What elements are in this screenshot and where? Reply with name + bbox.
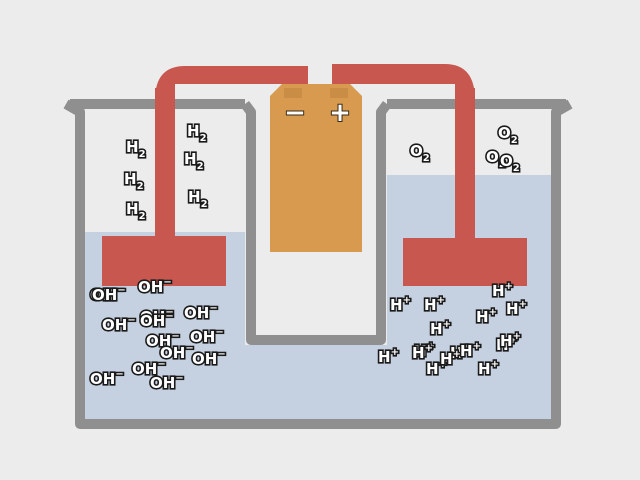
hydrogen-ion-label: H+ (506, 299, 527, 318)
h2-molecule-label: H2 (124, 170, 144, 192)
hydrogen-ion-label: H+ (478, 359, 499, 378)
battery-negative-terminal: − (284, 98, 306, 128)
hydrogen-ion-label: H+ (378, 347, 399, 366)
o2-molecule-label: O2 (410, 142, 430, 164)
hydroxide-ion-label: OH− (150, 373, 184, 392)
o2-molecule-label: O2 (498, 124, 518, 146)
hydrogen-ion-label: H+ (426, 359, 447, 378)
hydroxide-ion-label: OH− (192, 349, 226, 368)
battery-positive-terminal: + (329, 98, 351, 128)
hydroxide-ion-label: OH− (140, 307, 174, 326)
hydroxide-ion-label: OH− (138, 277, 172, 296)
hydrogen-ion-label: H+ (450, 343, 471, 362)
hydroxide-ion-label: OH− (146, 331, 180, 350)
hydrogen-ion-label: H+ (500, 331, 521, 350)
molecule-labels: H2H2H2H2H2H2O2O2O2O2OH−OH−OH−OH−OH−OH−OH… (88, 120, 528, 393)
hydrogen-ion-label: H+ (496, 335, 517, 354)
hydrogen-ion-label: H+ (460, 341, 481, 360)
hydroxide-ion-label: OH− (140, 311, 174, 330)
hydrogen-ion-label: H+ (430, 319, 451, 338)
hydrogen-ion-label: H+ (390, 295, 411, 314)
hydrogen-ion-label: H+ (412, 343, 433, 362)
hydroxide-ion-label: OH− (132, 359, 166, 378)
hydroxide-ion-label: OH− (90, 285, 124, 304)
hydroxide-ion-label: OH− (92, 285, 126, 304)
hydroxide-ion-label: OH− (184, 303, 218, 322)
h2-molecule-label: H2 (187, 122, 207, 144)
hydrogen-ion-label: H+ (414, 341, 435, 360)
hydrogen-ion-label: H+ (476, 307, 497, 326)
hydroxide-ion-label: OH− (102, 315, 136, 334)
battery: − + (270, 84, 362, 252)
inner-well (241, 101, 391, 345)
hydroxide-ion-label: OH− (160, 343, 194, 362)
o2-molecule-label: O2 (500, 152, 520, 174)
h2-molecule-label: H2 (188, 188, 208, 210)
h2-molecule-label: H2 (126, 138, 146, 160)
left-electrode (102, 66, 308, 286)
hydrogen-ion-label: H+ (440, 349, 461, 368)
hydrogen-ion-label: H+ (492, 281, 513, 300)
right-electrode (332, 64, 527, 286)
o2-molecule-label: O2 (486, 148, 506, 170)
h2-molecule-label: H2 (126, 200, 146, 222)
hydrogen-ion-label: H+ (424, 295, 445, 314)
hydroxide-ion-label: OH− (190, 327, 224, 346)
h2-molecule-label: H2 (184, 150, 204, 172)
hydroxide-ion-label: OH− (90, 369, 124, 388)
